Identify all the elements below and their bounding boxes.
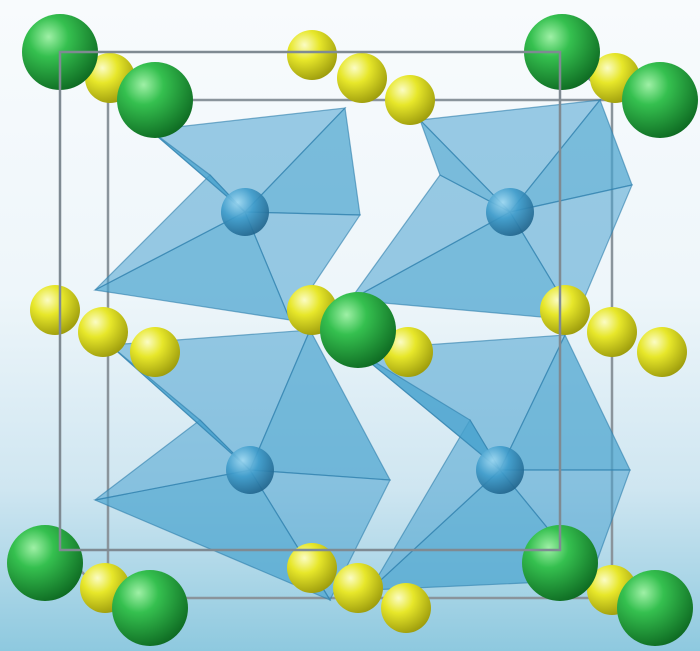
a-site-atom <box>112 570 188 646</box>
b-site-atom <box>486 188 534 236</box>
a-site-atom <box>622 62 698 138</box>
a-site-atom <box>522 525 598 601</box>
halide-atom <box>287 30 337 80</box>
a-site-atom <box>320 292 396 368</box>
halide-atom <box>540 285 590 335</box>
a-site-atom <box>524 14 600 90</box>
halide-atom <box>78 307 128 357</box>
a-site-atom <box>7 525 83 601</box>
halide-atom <box>383 327 433 377</box>
halide-atom <box>30 285 80 335</box>
octahedron <box>347 98 634 322</box>
b-site-atom <box>476 446 524 494</box>
octahedron-face <box>109 344 251 471</box>
halide-atom <box>130 327 180 377</box>
octahedron-face <box>149 129 246 213</box>
octahedron-face <box>354 349 501 471</box>
halide-atom <box>287 543 337 593</box>
b-site-atom <box>226 446 274 494</box>
halide-atom <box>333 563 383 613</box>
halide-atom <box>385 75 435 125</box>
a-site-atom <box>617 570 693 646</box>
octahedron-face <box>419 119 511 213</box>
b-site-atom <box>221 188 269 236</box>
unit-cell-front-edges <box>58 50 562 552</box>
halide-atom <box>637 327 687 377</box>
octahedron <box>93 106 362 322</box>
atoms <box>7 14 698 646</box>
halide-atom <box>587 307 637 357</box>
octahedra <box>92 98 634 602</box>
a-site-atom <box>117 62 193 138</box>
halide-atom <box>381 583 431 633</box>
halide-atom <box>337 53 387 103</box>
